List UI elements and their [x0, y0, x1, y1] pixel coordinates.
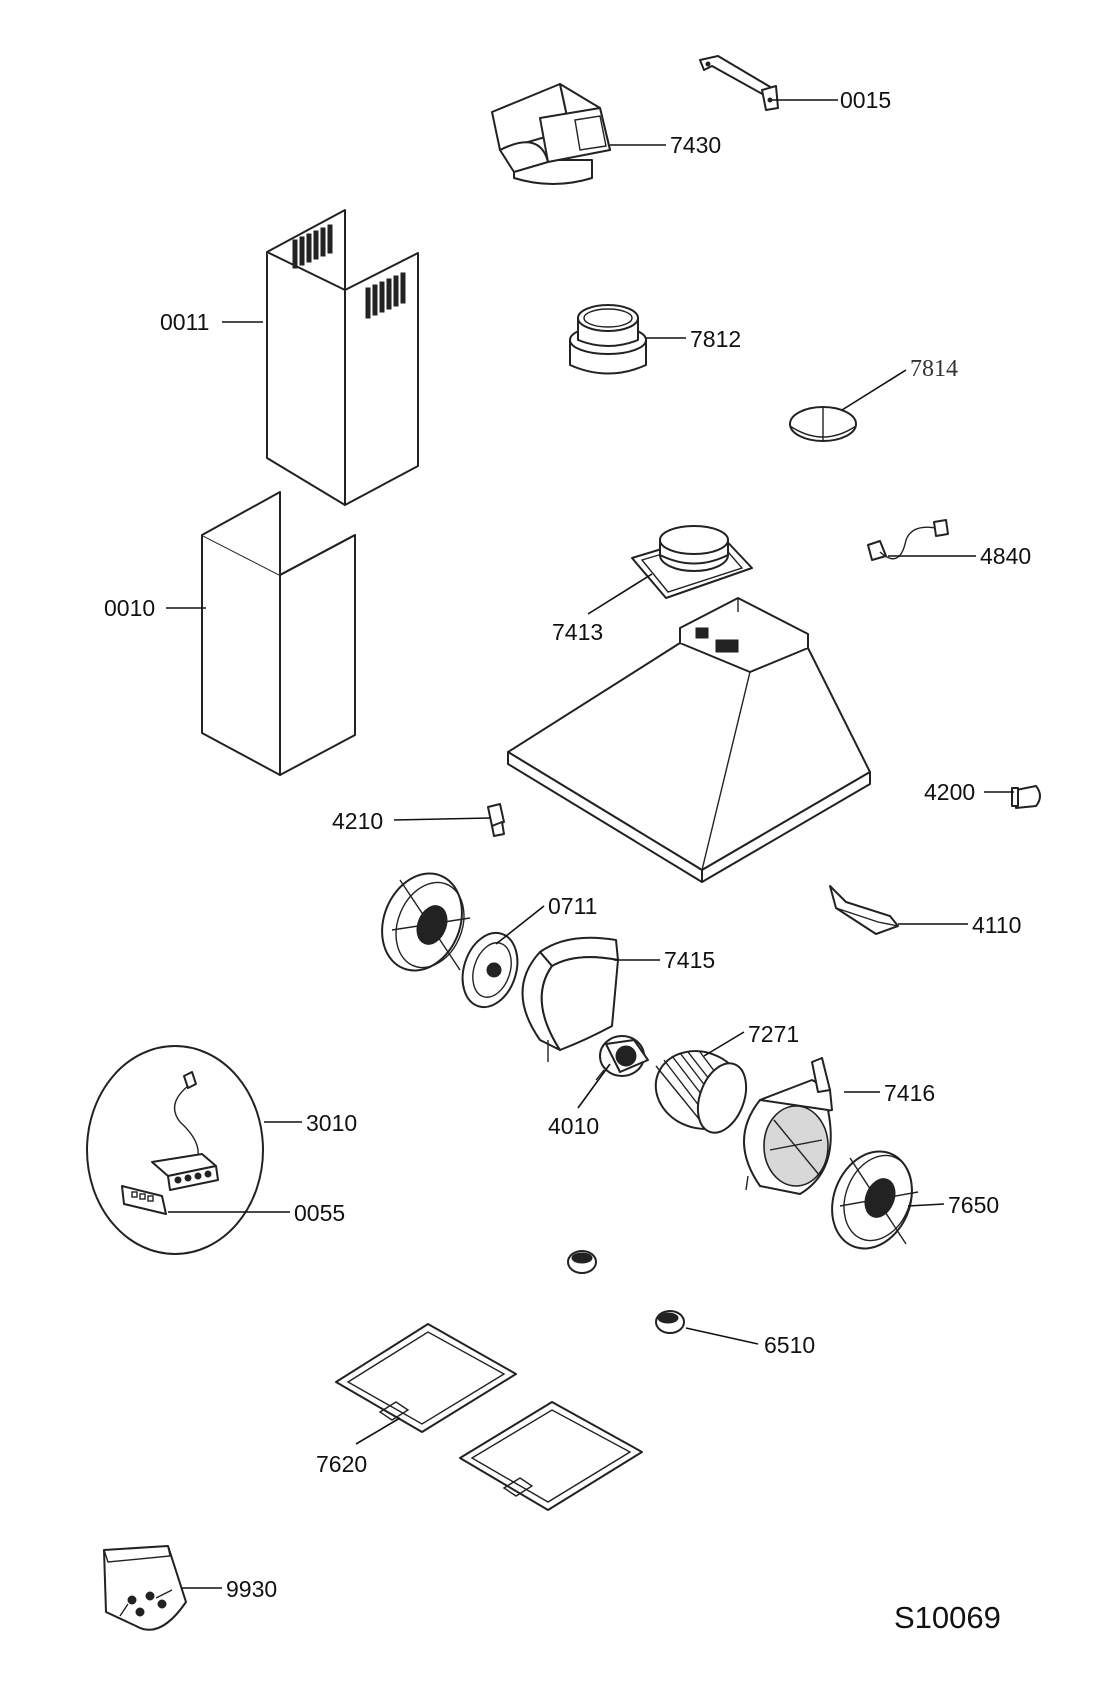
fan-plate-part-drawing	[461, 931, 519, 1009]
part-label-4210: 4210	[332, 808, 383, 834]
part-label-0711: 0711	[548, 893, 597, 919]
part-label-7415: 7415	[664, 947, 715, 973]
motor-grille-left-part-drawing	[381, 872, 471, 972]
lamp-part-drawing	[1011, 785, 1041, 809]
part-label-3010: 3010	[306, 1110, 357, 1136]
part-label-7812: 7812	[690, 326, 741, 352]
part-label-7413: 7413	[552, 619, 603, 645]
part-label-7271: 7271	[748, 1021, 799, 1047]
part-label-0010: 0010	[104, 595, 155, 621]
part-label-7416: 7416	[884, 1080, 935, 1106]
fan-motor-part-drawing	[595, 1035, 649, 1081]
part-label-4200: 4200	[924, 779, 975, 805]
part-label-0015: 0015	[840, 87, 891, 113]
duct-adapter-part-drawing	[491, 83, 611, 185]
motor-grille-right-part-drawing	[831, 1150, 919, 1250]
part-label-7650: 7650	[948, 1192, 999, 1218]
control-detail-part-drawing	[86, 1045, 264, 1255]
upper-chimney-part-drawing	[266, 209, 419, 506]
lamp-holder-part-drawing	[487, 803, 505, 837]
part-label-0011: 0011	[160, 309, 209, 335]
fixing-kit-bag-part-drawing	[103, 1545, 187, 1631]
part-label-7814: 7814	[910, 356, 958, 382]
diagram-code: S10069	[894, 1600, 1001, 1635]
part-label-7430: 7430	[670, 132, 721, 158]
part-label-9930: 9930	[226, 1576, 277, 1602]
part-label-4110: 4110	[972, 912, 1021, 938]
mounting-flange-part-drawing	[631, 525, 753, 599]
blower-housing-front-part-drawing	[521, 936, 619, 1062]
part-label-4840: 4840	[980, 543, 1031, 569]
fan-wheel-part-drawing	[654, 1050, 748, 1134]
hood-body-part-drawing	[507, 597, 871, 883]
part-label-0055: 0055	[294, 1200, 345, 1226]
bracket-part-drawing	[699, 55, 779, 111]
leader-lines	[166, 99, 1014, 1589]
blower-housing-rear-part-drawing	[743, 1057, 833, 1195]
part-label-6510: 6510	[764, 1332, 815, 1358]
part-label-7620: 7620	[316, 1451, 367, 1477]
wiring-harness-part-drawing	[867, 519, 949, 561]
part-label-4010: 4010	[548, 1113, 599, 1139]
control-knob-part-drawing	[567, 1250, 685, 1334]
damper-disc-part-drawing	[789, 406, 857, 442]
light-cover-part-drawing	[829, 885, 899, 935]
grease-filter-part-drawing	[335, 1323, 643, 1511]
part-labels: 0015 7430 0011 7812 7814 0010 4840 7413 …	[104, 87, 1031, 1635]
lower-chimney-part-drawing	[201, 491, 356, 776]
duct-collar-part-drawing	[569, 304, 647, 375]
